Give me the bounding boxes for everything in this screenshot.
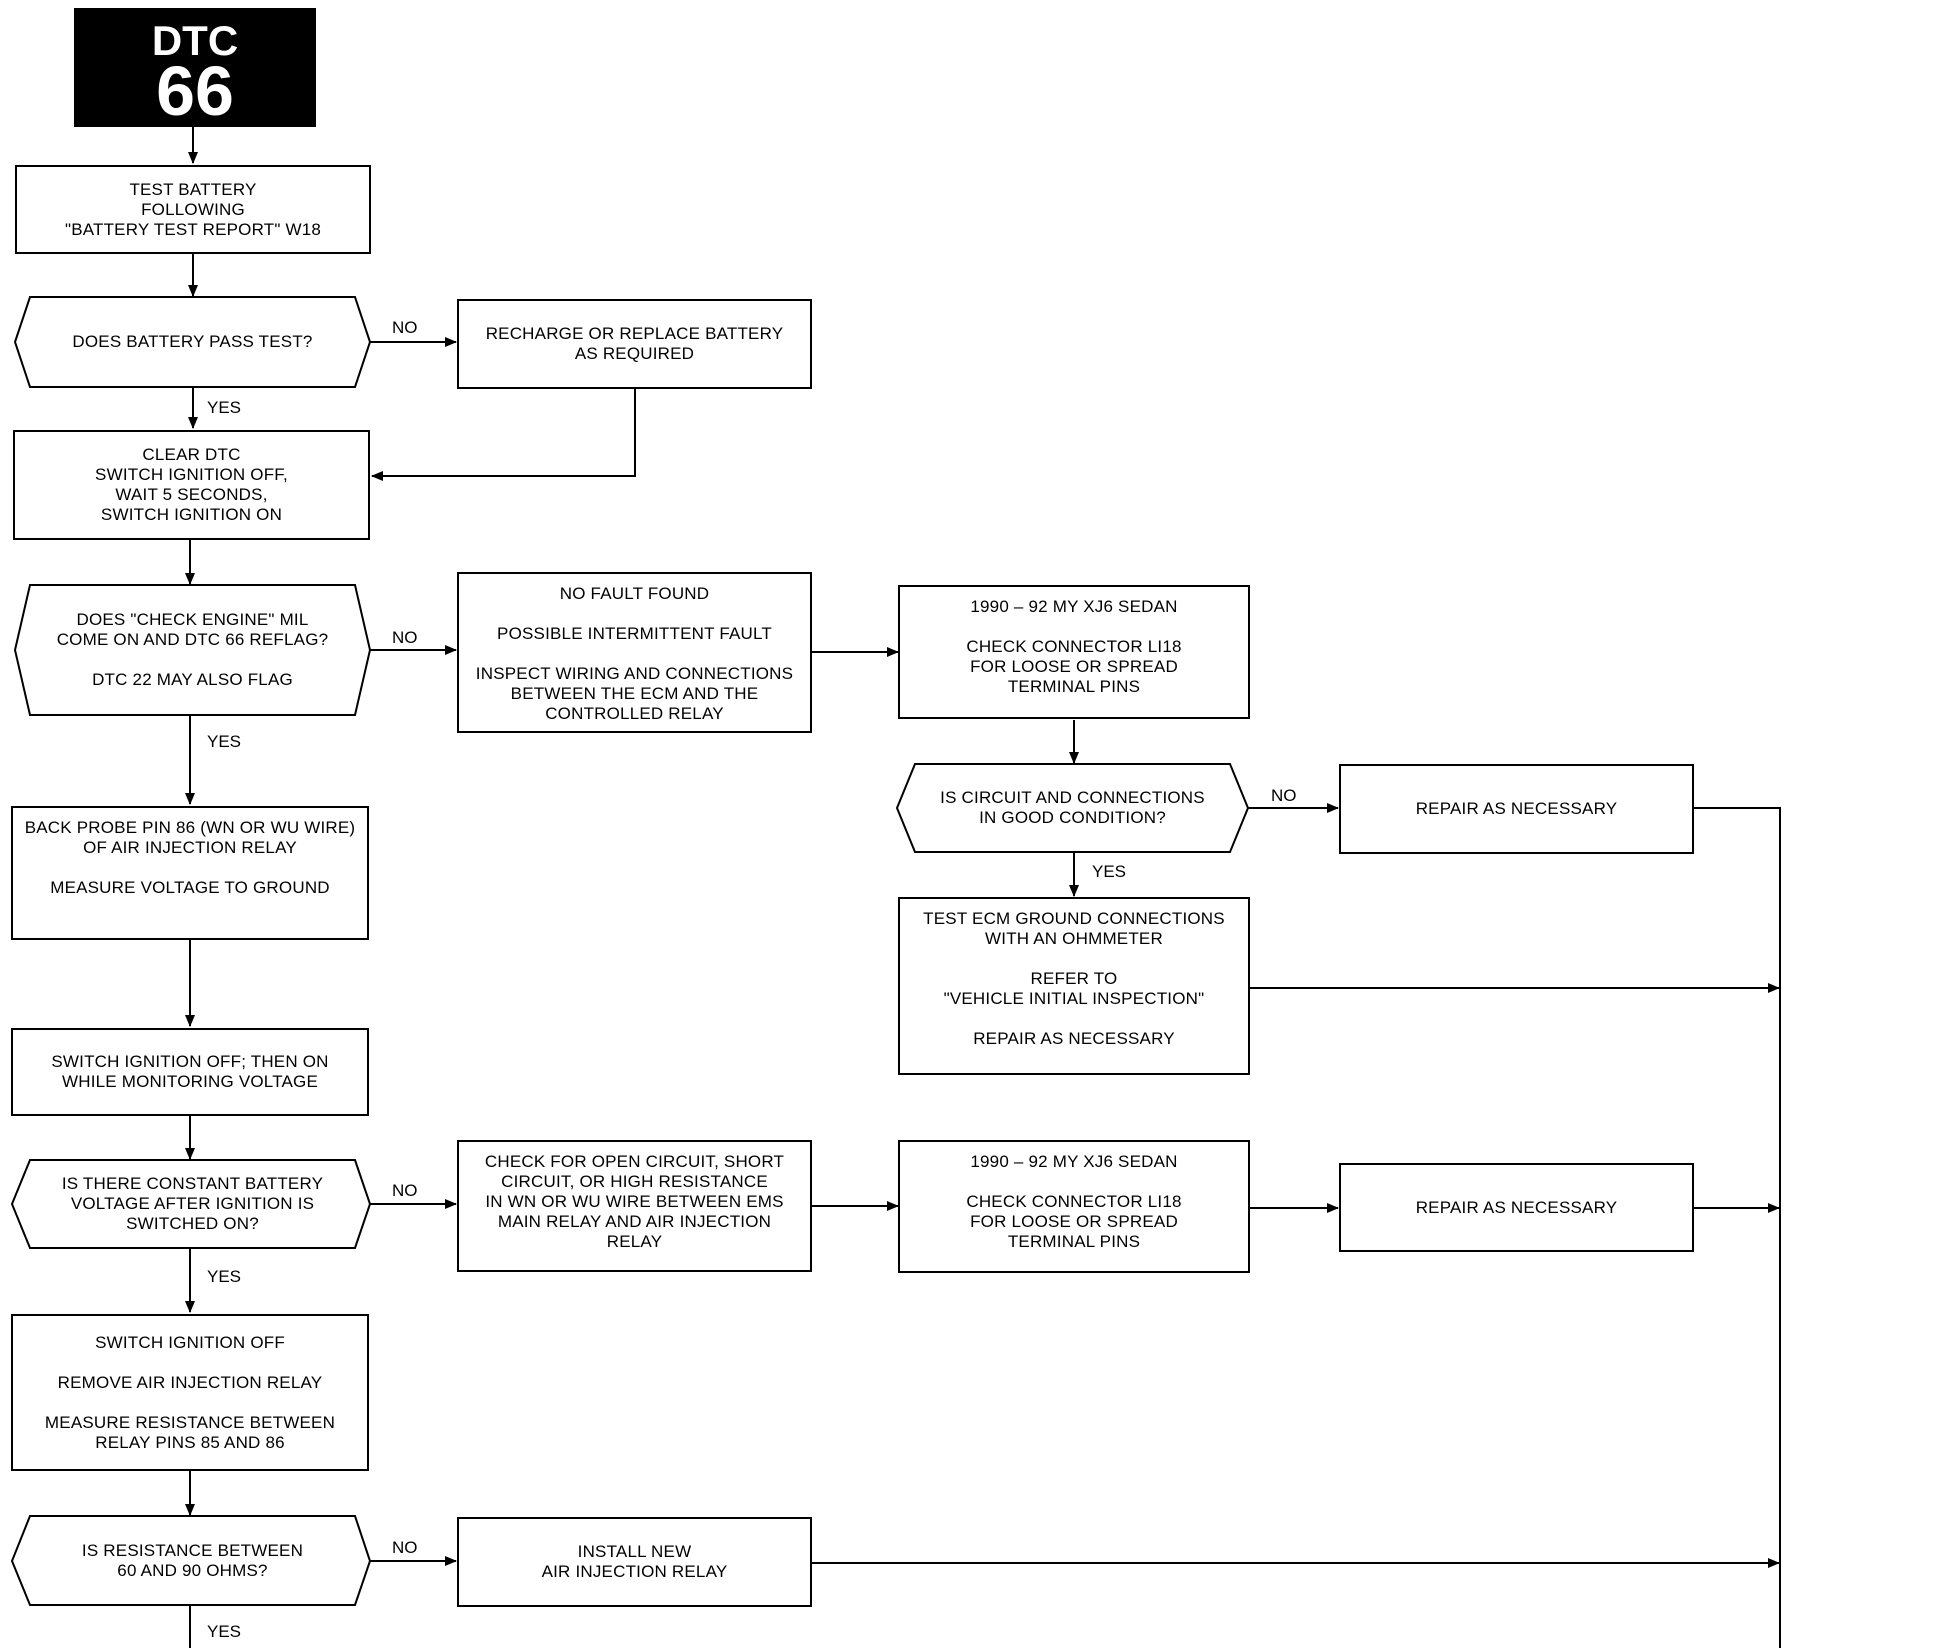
node-text-line: MEASURE VOLTAGE TO GROUND — [50, 878, 330, 897]
node-text-line: FOR LOOSE OR SPREAD — [970, 657, 1178, 676]
box-back-probe-pin: BACK PROBE PIN 86 (WN OR WU WIRE)OF AIR … — [11, 806, 369, 940]
label-no-voltage: NO — [392, 1181, 418, 1200]
arrow-recharge-to-clear-dtc — [371, 389, 636, 481]
decision-resistance-shape — [10, 1515, 372, 1606]
node-text-line: WHILE MONITORING VOLTAGE — [61, 1072, 319, 1091]
node-text-line: 60 AND 90 OHMS? — [117, 1560, 268, 1580]
node-text-line: REPAIR AS NECESSARY — [1415, 799, 1618, 818]
node-text-line: WAIT 5 SECONDS, — [115, 485, 268, 504]
node-text-line: SWITCHED ON? — [126, 1214, 259, 1233]
node-text-line: REFER TO — [1030, 969, 1118, 988]
node-text-line: DOES BATTERY PASS TEST? — [72, 332, 313, 351]
node-text-line: DOES "CHECK ENGINE" MIL — [76, 610, 309, 629]
decision-battery-pass-shape — [13, 296, 372, 388]
connectors — [185, 127, 1781, 1648]
box-no-fault-found: NO FAULT FOUND POSSIBLE INTERMITTENT FAUL… — [457, 572, 812, 733]
node-text-line: TEST BATTERY — [129, 179, 257, 199]
node-text-line: IS RESISTANCE BETWEEN — [81, 1540, 304, 1560]
dtc-badge-number: 66 — [156, 52, 234, 130]
node-text-line: SWITCH IGNITION ON — [100, 505, 283, 524]
label-yes-resistance: YES — [207, 1622, 242, 1641]
node-text-line: TERMINAL PINS — [1007, 677, 1141, 696]
dtc-title-badge: DTC 66 — [74, 8, 316, 127]
label-yes-battery: YES — [207, 398, 242, 417]
node-text-line: FOR LOOSE OR SPREAD — [970, 1212, 1178, 1231]
line-repair-1-to-right-bus — [1693, 807, 1781, 1648]
node-text-line: CHECK CONNECTOR LI18 — [966, 637, 1182, 656]
box-repair-as-necessary-1: REPAIR AS NECESSARY — [1339, 764, 1694, 854]
node-text-line: REPAIR AS NECESSARY — [973, 1029, 1175, 1048]
node-text-line: REMOVE AIR INJECTION RELAY — [57, 1372, 323, 1392]
node-text-line: IN WN OR WU WIRE BETWEEN EMS — [485, 1192, 784, 1211]
box-xj6-check-connector-1: 1990 – 92 MY XJ6 SEDAN CHECK CONNECTOR LI… — [898, 585, 1250, 719]
decision-mil-reflag-shape — [13, 584, 372, 716]
node-text-line: OF AIR INJECTION RELAY — [83, 838, 297, 857]
decision-constant-voltage-shape — [10, 1159, 372, 1249]
node-text-line: POSSIBLE INTERMITTENT FAULT — [497, 624, 772, 643]
label-yes-mil: YES — [207, 732, 242, 751]
node-text-line: SWITCH IGNITION OFF — [95, 1332, 285, 1352]
node-text-line: CHECK FOR OPEN CIRCUIT, SHORT — [484, 1152, 785, 1171]
node-text-line: CIRCUIT, OR HIGH RESISTANCE — [501, 1172, 768, 1191]
node-text-line: CLEAR DTC — [142, 445, 241, 464]
label-yes-voltage: YES — [207, 1267, 242, 1286]
label-no-battery: NO — [392, 318, 418, 337]
node-text-line: CHECK CONNECTOR LI18 — [966, 1192, 1182, 1211]
node-text-line: TERMINAL PINS — [1007, 1232, 1141, 1251]
node-text-line: "VEHICLE INITIAL INSPECTION" — [943, 989, 1205, 1008]
node-text-line: REPAIR AS NECESSARY — [1415, 1197, 1618, 1217]
node-text-line: WITH AN OHMMETER — [985, 929, 1163, 948]
node-text-line: DTC 22 MAY ALSO FLAG — [92, 670, 293, 689]
node-text-line: CONTROLLED RELAY — [545, 704, 724, 723]
node-text-line: MEASURE RESISTANCE BETWEEN — [44, 1412, 336, 1432]
node-text-line: IS THERE CONSTANT BATTERY — [61, 1174, 324, 1193]
node-text-line: INSPECT WIRING AND CONNECTIONS — [475, 664, 794, 683]
label-no-mil: NO — [392, 628, 418, 647]
box-switch-off-remove-relay: SWITCH IGNITION OFF REMOVE AIR INJECTION … — [11, 1314, 369, 1471]
node-text-line: AIR INJECTION RELAY — [541, 1562, 728, 1581]
node-text-line: SWITCH IGNITION OFF; THEN ON — [51, 1052, 329, 1071]
node-text-line: INSTALL NEW — [577, 1542, 692, 1561]
node-text-line: "BATTERY TEST REPORT" W18 — [64, 219, 322, 239]
node-text-line: IS CIRCUIT AND CONNECTIONS — [940, 788, 1205, 807]
node-text-line: SWITCH IGNITION OFF, — [95, 465, 288, 484]
node-text-line: COME ON AND DTC 66 REFLAG? — [56, 630, 329, 649]
node-text-line: 1990 – 92 MY XJ6 SEDAN — [970, 597, 1178, 616]
label-yes-circuit: YES — [1092, 862, 1127, 881]
node-text-line: IN GOOD CONDITION? — [979, 808, 1166, 827]
box-xj6-check-connector-2: 1990 – 92 MY XJ6 SEDAN CHECK CONNECTOR LI… — [898, 1140, 1250, 1273]
node-text-line: BACK PROBE PIN 86 (WN OR WU WIRE) — [24, 818, 356, 837]
node-text-line: NO FAULT FOUND — [559, 584, 710, 603]
node-text-line: VOLTAGE AFTER IGNITION IS — [70, 1194, 315, 1213]
node-text-line: AS REQUIRED — [574, 344, 695, 363]
node-text-line: RELAY PINS 85 AND 86 — [95, 1432, 285, 1452]
node-text-line: MAIN RELAY AND AIR INJECTION — [497, 1212, 772, 1231]
node-text-line: 1990 – 92 MY XJ6 SEDAN — [970, 1152, 1178, 1171]
label-no-resistance: NO — [392, 1538, 418, 1557]
decision-battery-pass: DOES BATTERY PASS TEST? — [30, 297, 355, 387]
node-text-line: BETWEEN THE ECM AND THE — [510, 684, 759, 703]
box-repair-as-necessary-2: REPAIR AS NECESSARY — [1339, 1163, 1694, 1252]
node-text-line: TEST ECM GROUND CONNECTIONS — [923, 909, 1225, 928]
node-text-line: FOLLOWING — [141, 199, 245, 219]
label-no-circuit: NO — [1271, 786, 1297, 805]
decision-circuit-good-shape — [895, 763, 1250, 853]
dtc-badge-label: DTC — [151, 17, 239, 64]
node-text-line: RECHARGE OR REPLACE BATTERY — [485, 324, 784, 343]
node-text-line: RELAY — [606, 1232, 663, 1251]
